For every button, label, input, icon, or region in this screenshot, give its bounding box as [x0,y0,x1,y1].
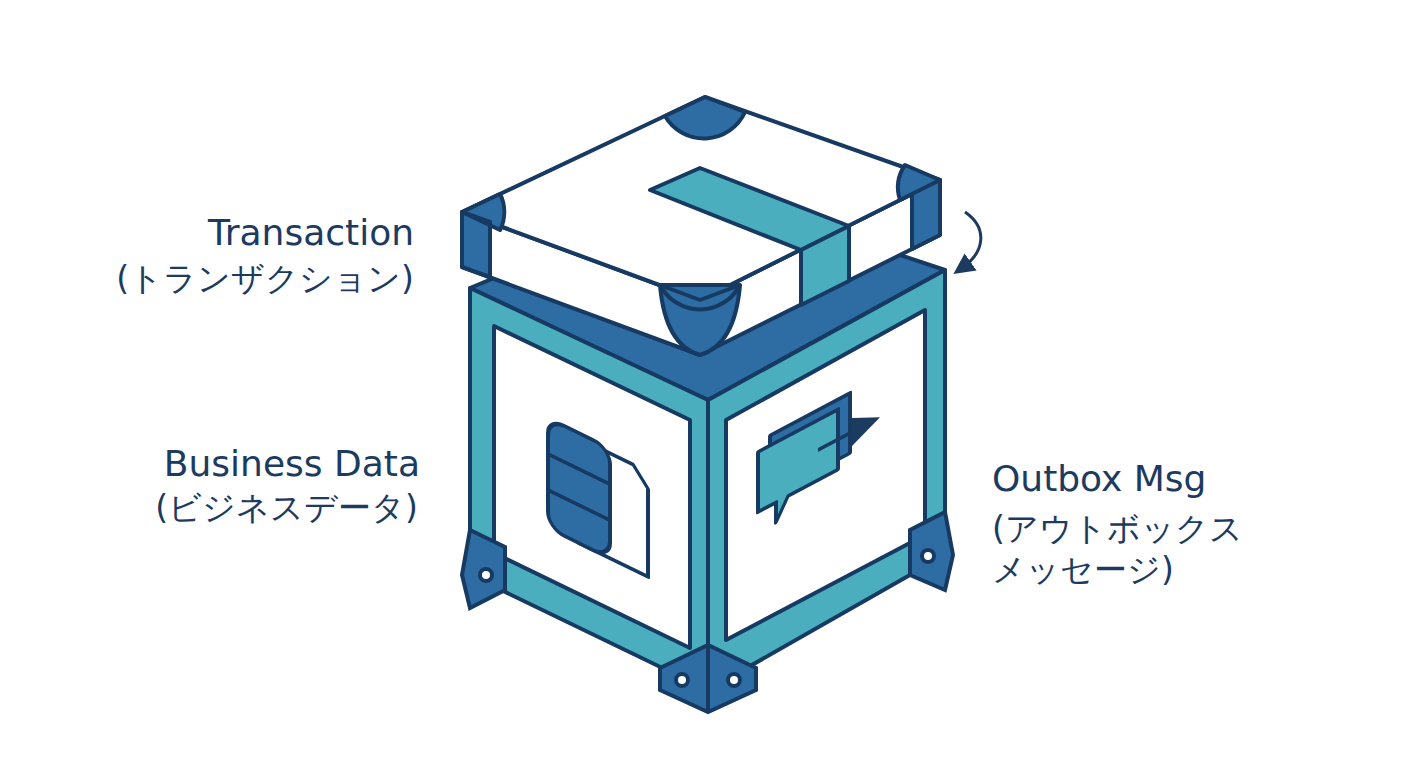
message-icon [758,385,866,532]
part-label: Transaction [208,210,414,255]
rotate-arrow [962,212,981,268]
transaction-lid [462,97,940,355]
database-icon [548,418,648,577]
corner-bracket [462,512,953,712]
part-label: Business Data [164,441,420,486]
part-label-ja: (ビジネスデータ) [155,487,418,528]
part-label-ja: (トランザクション) [116,258,414,299]
part-label: Outbox Msg [992,456,1206,501]
part-label-ja: (アウトボックス メッセージ) [992,508,1243,591]
